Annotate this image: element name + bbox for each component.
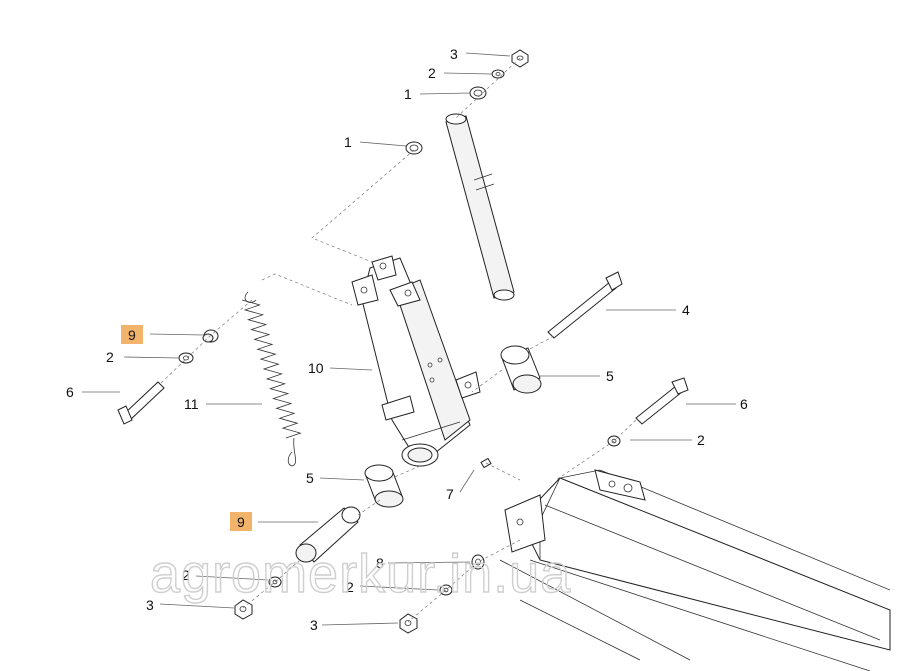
callout-11: 11 — [184, 396, 199, 412]
callout-5-left: 5 — [306, 470, 314, 486]
callout-6-left: 6 — [66, 384, 74, 400]
bolt-4 — [547, 271, 623, 339]
callout-6-right: 6 — [740, 396, 748, 412]
bushing-5-left — [364, 464, 404, 508]
arm-bracket — [351, 255, 481, 467]
callout-2-right: 2 — [697, 432, 705, 448]
highlight-9-left — [121, 325, 143, 344]
callout-2-top: 2 — [428, 65, 436, 81]
callout-3-top: 3 — [450, 46, 458, 62]
bushing-1-top — [469, 86, 487, 100]
assembly-lines — [159, 57, 637, 623]
callout-5-right: 5 — [606, 368, 614, 384]
callout-2-bottom-mid: 2 — [346, 579, 354, 595]
bushing-5-right — [500, 345, 542, 394]
callout-1-top: 1 — [404, 86, 412, 102]
callout-8: 8 — [376, 555, 384, 571]
vertical-pin — [445, 113, 515, 301]
callouts: 3 2 1 1 9 2 6 11 10 4 5 6 2 5 7 9 8 2 2 … — [66, 46, 748, 633]
bolt-6-right — [635, 377, 689, 425]
watermark: agromerkur.in.ua — [150, 544, 571, 604]
callout-2-bottom-left: 2 — [182, 567, 190, 583]
callout-10: 10 — [308, 360, 324, 376]
callout-3-bottom-mid: 3 — [310, 617, 318, 633]
callout-9-left: 9 — [128, 327, 136, 343]
callout-1-mid: 1 — [344, 134, 352, 150]
sleeve-9-bottom — [295, 506, 361, 563]
bolt-6-left — [117, 381, 165, 425]
frame-beam — [499, 469, 891, 671]
callout-4: 4 — [682, 302, 690, 318]
highlight-9-bottom — [230, 512, 252, 531]
callout-9-bottom: 9 — [237, 514, 245, 530]
leader-lines — [82, 52, 736, 626]
washer-2-top — [491, 69, 505, 79]
nut-3-bottom-mid — [399, 613, 418, 634]
nut-3-bottom-left — [234, 599, 253, 620]
callout-3-bottom-left: 3 — [146, 597, 154, 613]
tension-spring — [241, 291, 302, 467]
nut-3-top — [511, 49, 529, 68]
callout-7: 7 — [446, 486, 454, 502]
washer-2-left — [178, 352, 194, 364]
bushing-1-mid — [405, 141, 423, 155]
bushing-8 — [471, 554, 485, 570]
callout-2-left: 2 — [106, 349, 114, 365]
